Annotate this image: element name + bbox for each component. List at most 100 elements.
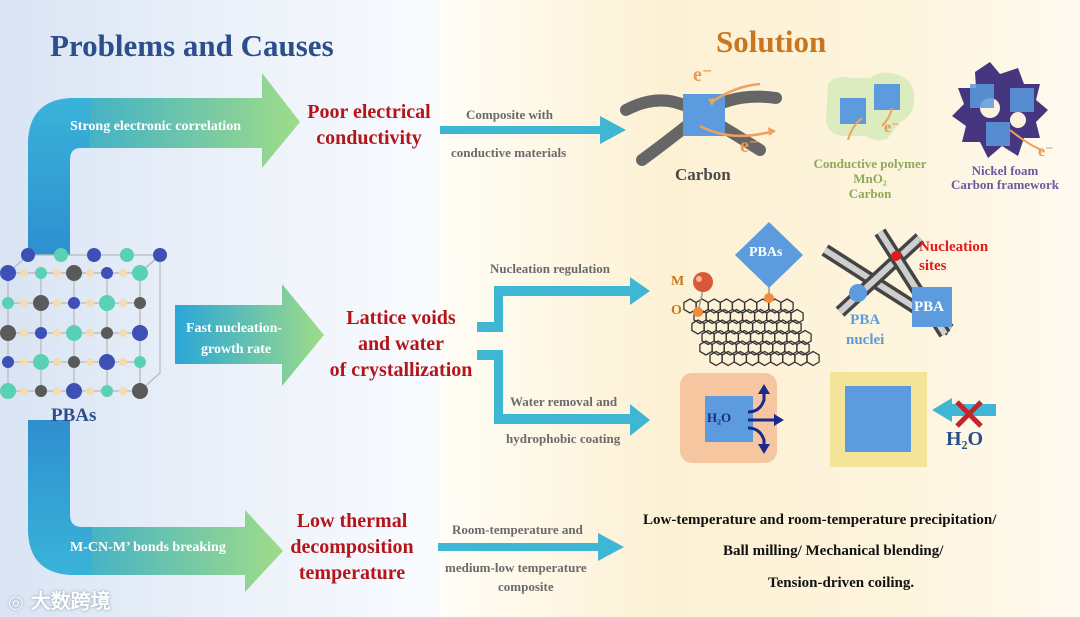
water-removal-illustration <box>680 373 784 463</box>
lattice-atom <box>119 329 127 337</box>
solution-title: Solution <box>716 24 827 59</box>
nucleation-atoms <box>693 222 803 317</box>
h2o-outer-label: H₂O <box>946 428 984 450</box>
cause-bonds-breaking: M-CN-M’ bonds breaking <box>70 540 226 555</box>
problem-lattice-line1: Lattice voids <box>346 307 456 329</box>
nuc-sites-line2: sites <box>919 258 947 274</box>
cp-line1: Conductive polymer <box>813 156 927 171</box>
problem-poor-line1: Poor electrical <box>307 101 431 123</box>
carbon-label: Carbon <box>675 165 731 184</box>
nucleation-network <box>821 228 954 338</box>
method-line2: Ball milling/ Mechanical blending/ <box>723 543 944 559</box>
cause-strong-electronic: Strong electronic correlation <box>70 119 242 134</box>
carbon-illustration <box>620 82 782 166</box>
method-line1: Low-temperature and room-temperature pre… <box>643 512 997 528</box>
lattice-atom <box>0 325 16 341</box>
pba-nuclei-line1: PBA <box>850 312 881 328</box>
graphene-hexagon <box>798 329 812 346</box>
lattice-atom <box>33 295 49 311</box>
lattice-atom <box>99 354 115 370</box>
problem-low-thermal: Low thermal decomposition temperature <box>280 508 424 586</box>
arrow-label-composite-line1: Composite with <box>466 107 554 122</box>
oxygen-label: O <box>671 303 682 318</box>
arrow-label-nucleation: Nucleation regulation <box>490 261 611 276</box>
graphene-hexagon <box>796 340 810 356</box>
lattice-atom <box>134 356 146 368</box>
watermark-text: 大数跨境 <box>30 589 111 613</box>
lattice-atom <box>86 329 94 337</box>
lattice-atom <box>20 269 28 277</box>
ni-line1: Nickel foam <box>971 163 1039 178</box>
lattice-atom <box>53 269 61 277</box>
graphene-hexagon <box>788 319 802 335</box>
cause-fast-nucleation-line2: growth rate <box>201 342 272 357</box>
problem-thermal-line2: decomposition <box>290 536 414 558</box>
lattice-atom <box>86 358 94 366</box>
arrow-label-room-line1: Room-temperature and <box>452 522 583 537</box>
lattice-atom <box>101 327 113 339</box>
lattice-atom <box>132 265 148 281</box>
pbas-diamond-label: PBAs <box>749 245 783 260</box>
watermark-logo-icon: ◎ <box>8 592 24 613</box>
arrow-room-temperature <box>438 533 624 561</box>
lattice-atom <box>53 299 61 307</box>
arrow-label-water-line1: Water removal and <box>510 394 618 409</box>
lattice-atom <box>53 329 61 337</box>
lattice-atom <box>134 297 146 309</box>
pbas-atoms <box>0 248 167 399</box>
arrow-label-room-line2: medium-low temperature <box>445 560 587 575</box>
ni-line2: Carbon framework <box>951 177 1059 192</box>
lattice-atom <box>33 354 49 370</box>
lattice-atom <box>101 267 113 279</box>
lattice-atom <box>68 356 80 368</box>
lattice-atom <box>35 267 47 279</box>
conductive-polymer-illustration <box>826 72 915 141</box>
lattice-atom <box>119 358 127 366</box>
problem-thermal-line3: temperature <box>298 562 406 584</box>
method-line3: Tension-driven coiling. <box>768 575 915 591</box>
graphene-hexagon <box>790 308 804 325</box>
electron-label-3: e⁻ <box>884 119 900 136</box>
h2o-inner-label: H₂O <box>707 410 732 425</box>
lattice-atom <box>35 327 47 339</box>
graphene-hexagon <box>806 350 820 367</box>
cp-line2: MnO₂ <box>853 171 887 186</box>
lattice-atom <box>119 387 127 395</box>
nuc-sites-line1: Nucleation <box>919 239 989 255</box>
problems-title: Problems and Causes <box>50 28 334 63</box>
graphene-hexagon <box>780 298 794 314</box>
lattice-atom <box>53 387 61 395</box>
lattice-atom <box>68 297 80 309</box>
branch-arrow-top <box>28 73 300 255</box>
nickel-foam-label: Nickel foam Carbon framework <box>940 164 1070 192</box>
arrow-label-water-line2: hydrophobic coating <box>506 431 621 446</box>
nickel-foam-illustration <box>952 62 1048 158</box>
cause-fast-nucleation-line1: Fast nucleation- <box>186 321 283 336</box>
arrow-nucleation-water <box>477 277 650 436</box>
nucleation-sites-label: Nucleation sites <box>919 238 988 276</box>
lattice-atom <box>120 248 134 262</box>
lattice-atom <box>0 265 16 281</box>
problem-thermal-line1: Low thermal <box>296 510 408 532</box>
lattice-atom <box>87 248 101 262</box>
lattice-atom <box>132 383 148 399</box>
lattice-atom <box>86 269 94 277</box>
problem-lattice-line3: of crystallization <box>329 359 473 381</box>
arrow-label-room-line3: composite <box>498 579 554 594</box>
lattice-atom <box>54 248 68 262</box>
branch-arrow-bottom <box>28 420 283 592</box>
graphene-sheet <box>683 298 820 367</box>
pba-box-label: PBA <box>914 299 944 315</box>
lattice-atom <box>86 387 94 395</box>
pba-nuclei-line2: nuclei <box>846 332 885 348</box>
watermark: ◎ 大数跨境 <box>8 585 111 614</box>
cp-line3: Carbon <box>848 186 892 201</box>
conductive-polymer-label: Conductive polymer MnO₂ Carbon <box>800 156 940 201</box>
problem-lattice-line2: and water <box>357 333 445 355</box>
electron-label-4: e⁻ <box>1038 143 1054 160</box>
lattice-atom <box>99 295 115 311</box>
lattice-atom <box>66 265 82 281</box>
problem-lattice-voids: Lattice voids and water of crystallizati… <box>320 305 482 383</box>
lattice-atom <box>86 299 94 307</box>
